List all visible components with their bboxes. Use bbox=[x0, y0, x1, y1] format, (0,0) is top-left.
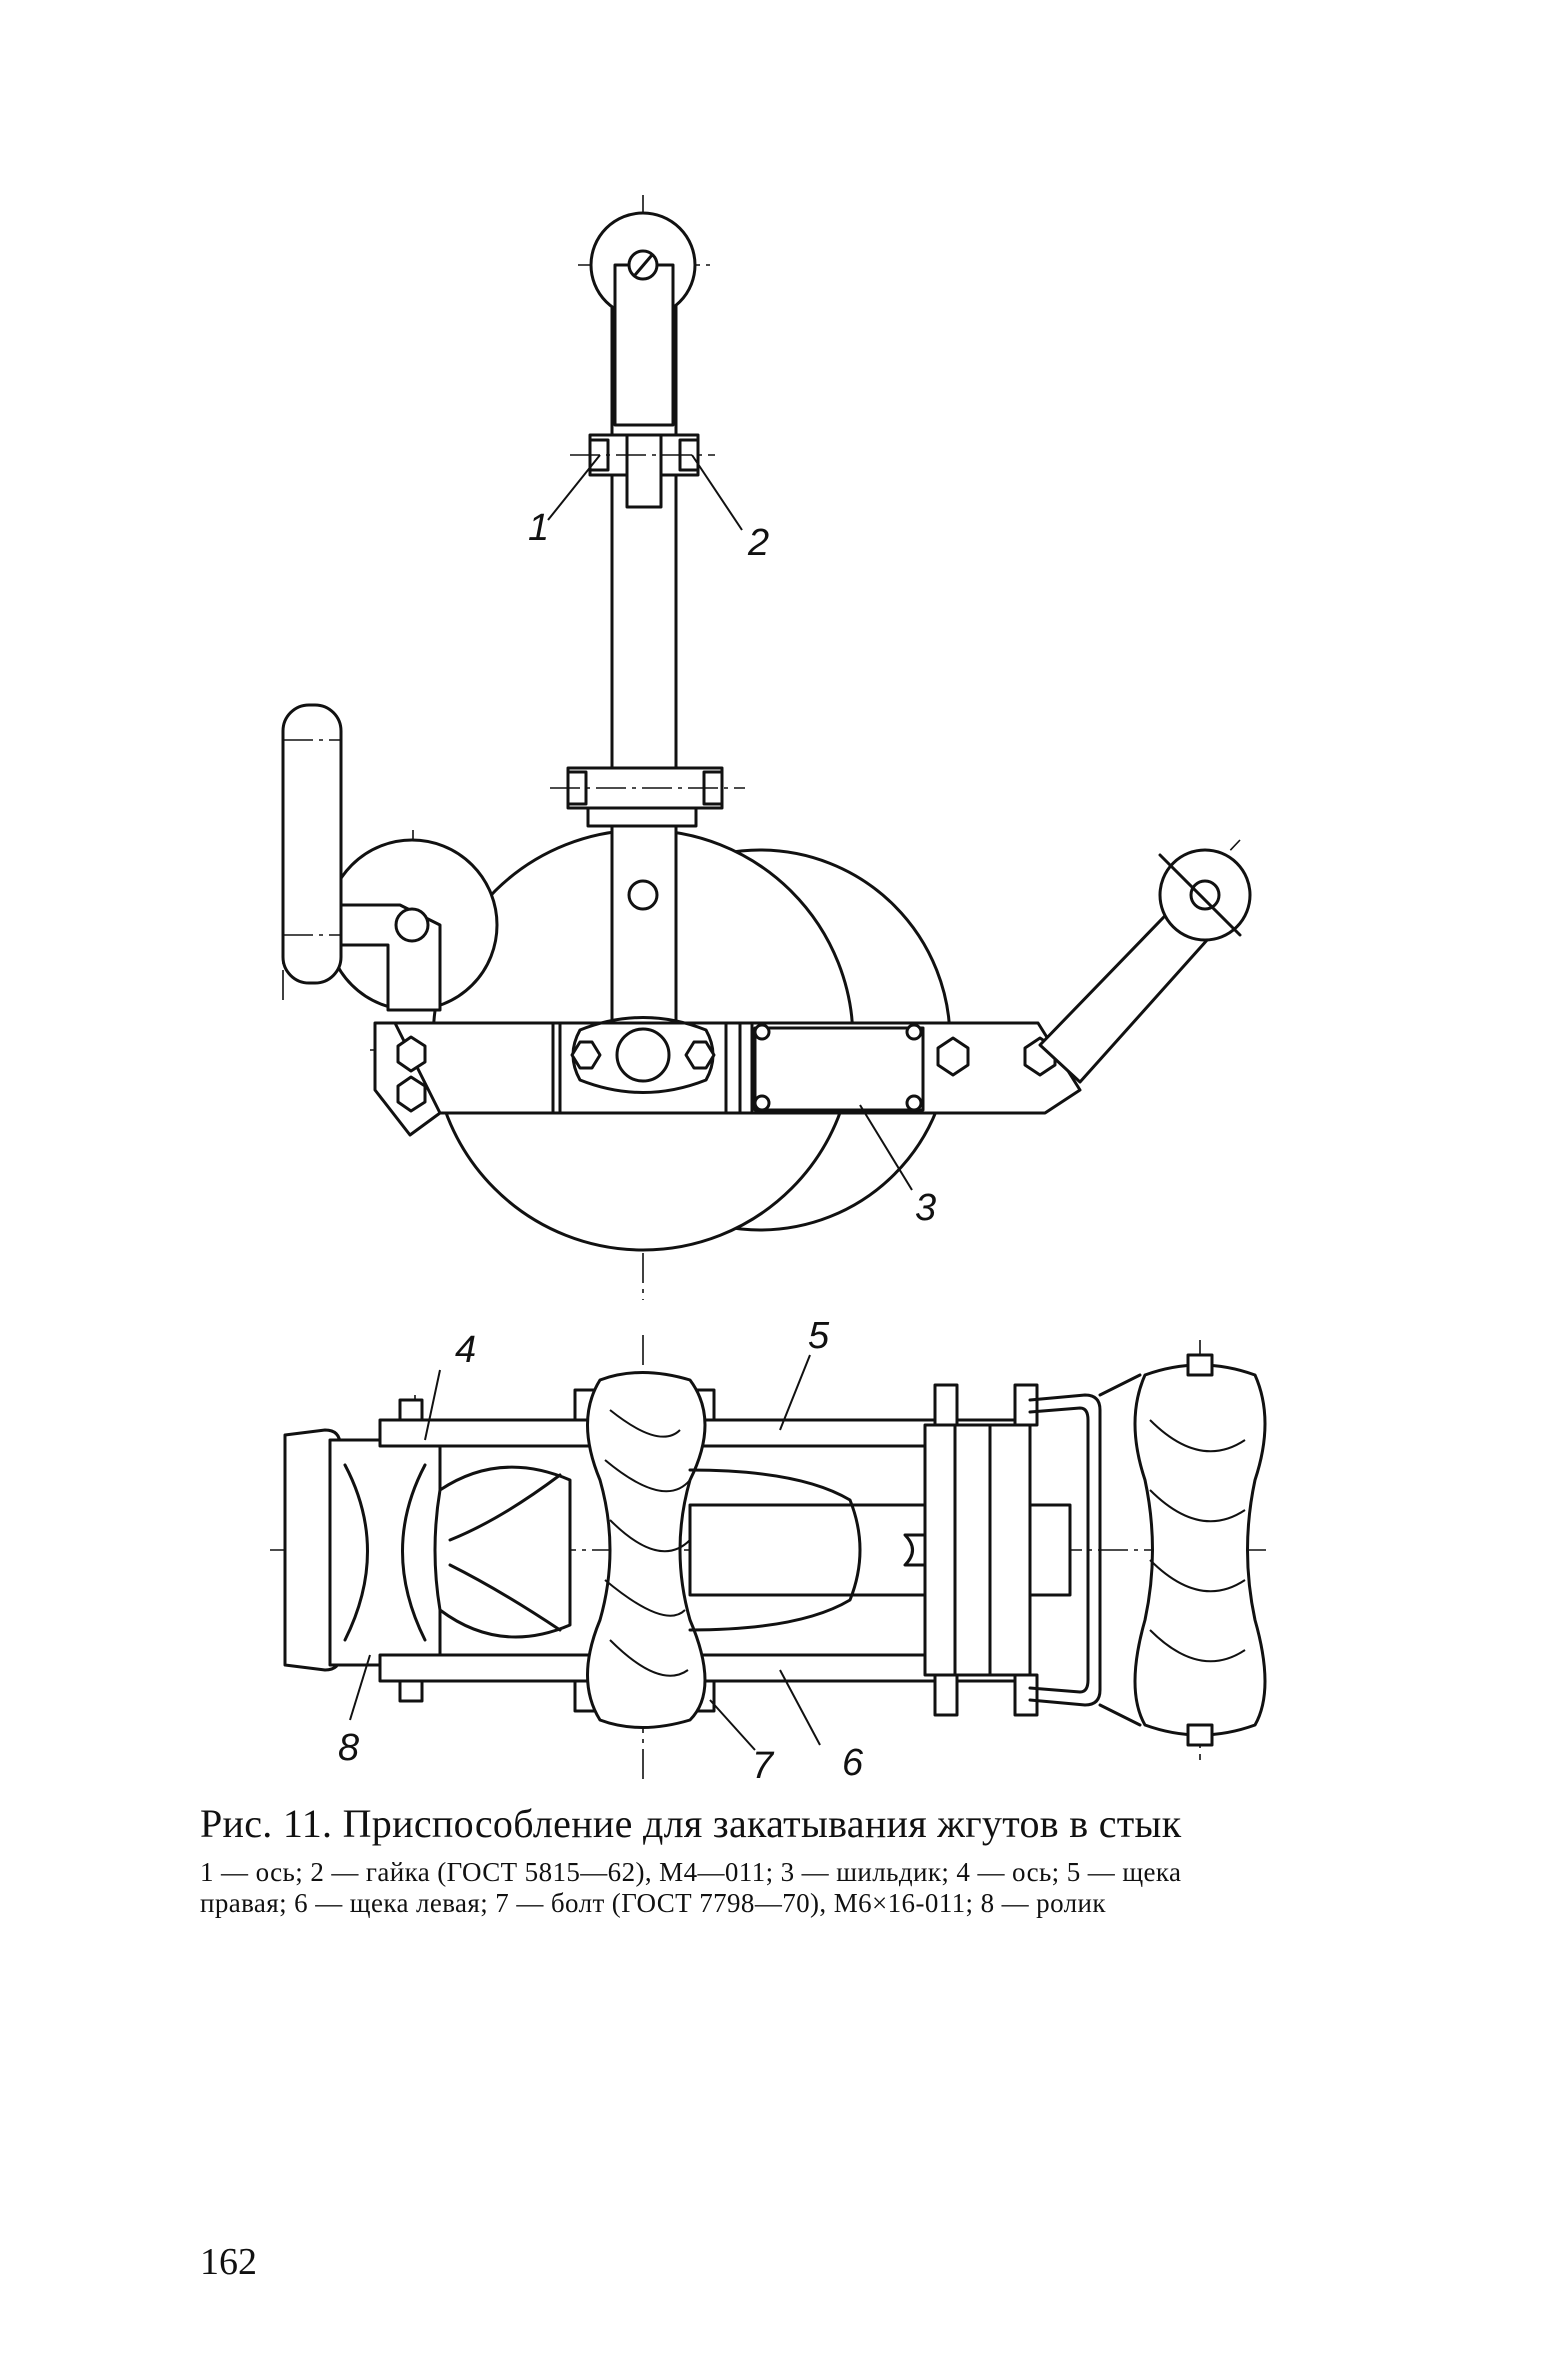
callout-3: 3 bbox=[915, 1187, 936, 1229]
page-number: 162 bbox=[200, 2241, 257, 2283]
bottom-view bbox=[270, 1335, 1270, 1780]
callout-6: 6 bbox=[842, 1742, 864, 1784]
frame-bar bbox=[393, 1021, 1082, 1115]
main-wheel-profile bbox=[586, 1371, 707, 1729]
nameplate-3 bbox=[753, 1026, 925, 1112]
callout-4: 4 bbox=[455, 1329, 476, 1371]
top-view bbox=[281, 195, 1252, 1300]
handle-grip bbox=[281, 703, 343, 985]
callout-1: 1 bbox=[528, 507, 549, 549]
callout-2: 2 bbox=[747, 522, 769, 564]
callout-5: 5 bbox=[808, 1315, 830, 1357]
caption-legend-line: правая; 6 — щека левая; 7 — болт (ГОСТ 7… bbox=[200, 1888, 1106, 1918]
right-roller bbox=[1133, 1363, 1267, 1737]
caption-title: Рис. 11. Приспособление для закатывания … bbox=[200, 1801, 1182, 1846]
callout-7: 7 bbox=[752, 1745, 775, 1787]
technical-drawing: 1 2 3 bbox=[270, 195, 1270, 1787]
callout-8: 8 bbox=[338, 1727, 359, 1769]
figure-caption: Рис. 11. Приспособление для закатывания … bbox=[200, 1800, 1400, 1919]
caption-legend-line: 1 — ось; 2 — гайка (ГОСТ 5815—62), М4—01… bbox=[200, 1857, 1182, 1887]
caption-legend: 1 — ось; 2 — гайка (ГОСТ 5815—62), М4—01… bbox=[200, 1857, 1400, 1919]
